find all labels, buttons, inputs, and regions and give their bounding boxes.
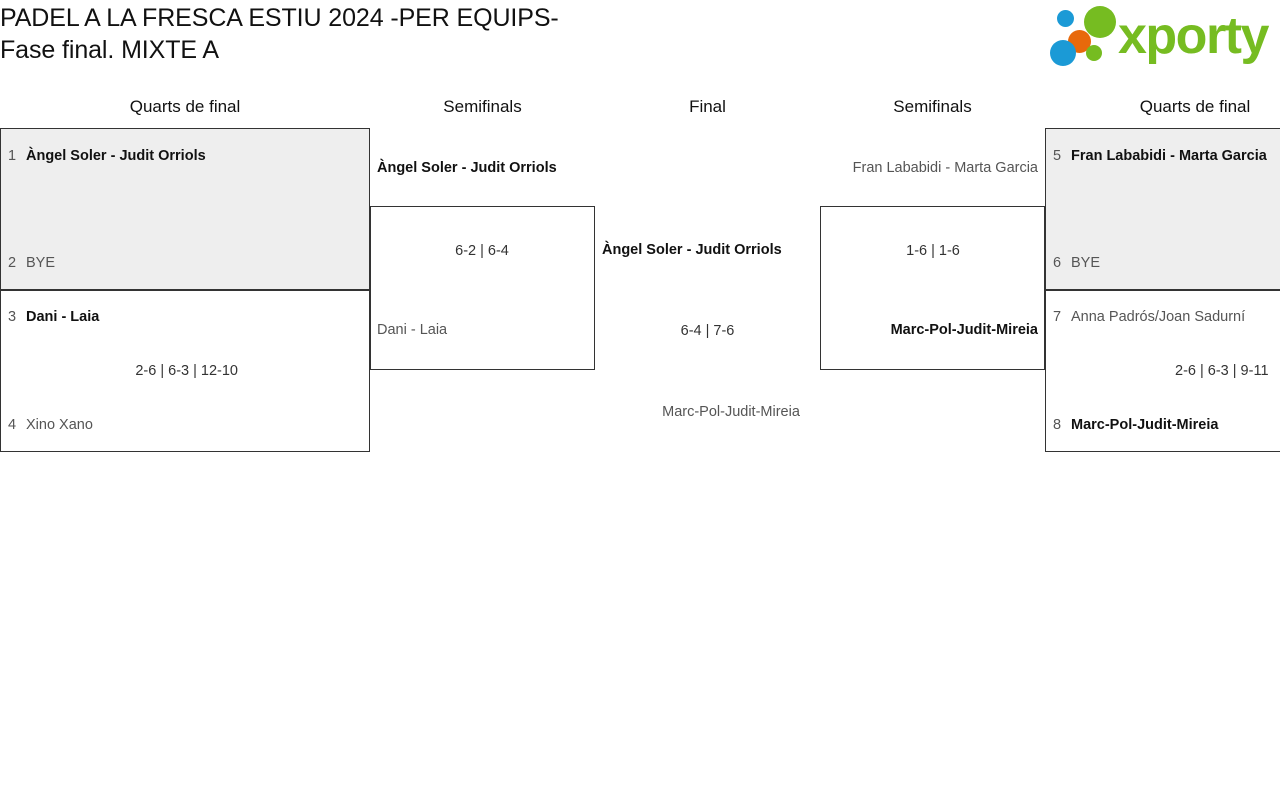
player-name: Xino Xano [26, 417, 93, 433]
player-left-qf2-bottom[interactable]: 4 Xino Xano [8, 416, 362, 434]
match-box-right-sf[interactable] [820, 206, 1045, 370]
player-final-bottom[interactable]: Marc-Pol-Judit-Mireia [600, 403, 862, 421]
player-left-qf1-bottom[interactable]: 2 BYE [8, 254, 362, 272]
player-left-qf1-top[interactable]: 1 Àngel Soler - Judit Orriols [8, 147, 362, 165]
score-final: 6-4 | 7-6 [680, 323, 735, 339]
match-box-left-sf[interactable] [370, 206, 595, 370]
seed-number: 4 [8, 417, 17, 433]
seed-number: 5 [1053, 148, 1062, 164]
player-right-sf-top[interactable]: Fran Lababidi - Marta Garcia [820, 159, 1038, 177]
player-name: Dani - Laia [377, 322, 448, 338]
player-name: Àngel Soler - Judit Orriols [26, 148, 206, 164]
player-name: Àngel Soler - Judit Orriols [377, 160, 557, 176]
player-right-sf-bottom[interactable]: Marc-Pol-Judit-Mireia [820, 321, 1038, 339]
seed-number: 8 [1053, 417, 1062, 433]
player-left-sf-bottom[interactable]: Dani - Laia [377, 321, 595, 339]
player-final-top[interactable]: Àngel Soler - Judit Orriols [602, 241, 820, 259]
player-name: Fran Lababidi - Marta Garcia [1071, 148, 1267, 164]
xporty-logo[interactable]: xporty [1048, 4, 1280, 68]
player-name: Fran Lababidi - Marta Garcia [852, 160, 1038, 176]
player-right-qf1-bottom[interactable]: 6 BYE [1053, 254, 1280, 272]
player-name: Anna Padrós/Joan Sadurní [1071, 309, 1246, 325]
page-header: PADEL A LA FRESCA ESTIU 2024 -PER EQUIPS… [0, 0, 1280, 78]
logo-dot-green-small-icon [1086, 45, 1102, 61]
match-box-right-qf2[interactable] [1045, 290, 1280, 452]
player-right-qf2-top[interactable]: 7 Anna Padrós/Joan Sadurní [1053, 308, 1280, 326]
round-header-quarterfinals-right: Quarts de final [1139, 97, 1251, 116]
seed-number: 7 [1053, 309, 1062, 325]
logo-dot-blue-large-icon [1050, 40, 1076, 66]
seed-number: 2 [8, 255, 17, 271]
seed-number: 6 [1053, 255, 1062, 271]
match-box-left-qf1[interactable] [0, 128, 370, 290]
round-header-quarterfinals-left: Quarts de final [129, 97, 241, 116]
player-left-sf-top[interactable]: Àngel Soler - Judit Orriols [377, 159, 595, 177]
score-left-sf: 6-2 | 6-4 [455, 243, 509, 259]
seed-number: 3 [8, 309, 17, 325]
score-right-sf: 1-6 | 1-6 [906, 243, 960, 259]
round-header-final: Final [689, 97, 726, 116]
score-left-qf2: 2-6 | 6-3 | 12-10 [135, 363, 238, 379]
score-right-qf2: 2-6 | 6-3 | 9-11 [1175, 363, 1269, 379]
player-name: BYE [26, 255, 56, 271]
player-name: Marc-Pol-Judit-Mireia [662, 404, 800, 420]
logo-dot-blue-small-icon [1057, 10, 1074, 27]
page-title: PADEL A LA FRESCA ESTIU 2024 -PER EQUIPS… [0, 2, 559, 66]
round-header-semifinals-right: Semifinals [893, 97, 972, 116]
logo-dots-icon [1048, 4, 1118, 68]
player-right-qf2-bottom[interactable]: 8 Marc-Pol-Judit-Mireia [1053, 416, 1280, 434]
player-right-qf1-top[interactable]: 5 Fran Lababidi - Marta Garcia [1053, 147, 1280, 165]
seed-number: 1 [8, 148, 17, 164]
player-name: Marc-Pol-Judit-Mireia [1071, 417, 1219, 433]
player-name: Dani - Laia [26, 309, 100, 325]
tournament-subtitle-line: Fase final. MIXTE A [0, 36, 220, 64]
tournament-title-line: PADEL A LA FRESCA ESTIU 2024 -PER EQUIPS… [0, 4, 559, 32]
player-name: BYE [1071, 255, 1101, 271]
player-name: Marc-Pol-Judit-Mireia [890, 322, 1038, 338]
round-header-semifinals-left: Semifinals [443, 97, 522, 116]
logo-dot-green-large-icon [1084, 6, 1116, 38]
match-box-right-qf1[interactable] [1045, 128, 1280, 290]
player-name: Àngel Soler - Judit Orriols [602, 242, 782, 258]
logo-wordmark: xporty [1118, 7, 1269, 65]
player-left-qf2-top[interactable]: 3 Dani - Laia [8, 308, 362, 326]
match-box-left-qf2[interactable] [0, 290, 370, 452]
